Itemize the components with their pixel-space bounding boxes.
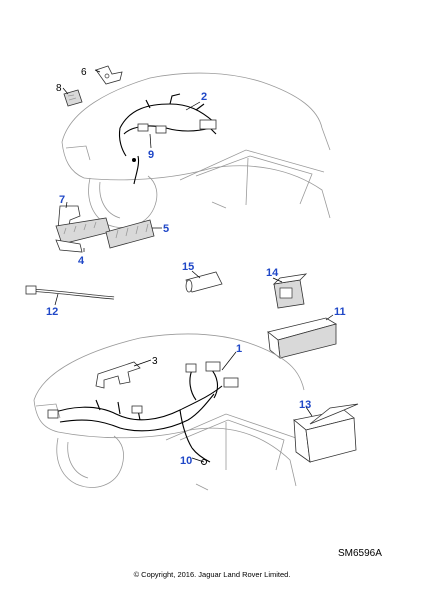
part-14-module (272, 273, 308, 309)
callout-3: 3 (152, 356, 158, 367)
callout-1: 1 (236, 343, 242, 355)
callout-2: 2 (201, 91, 207, 103)
callout-15: 15 (182, 261, 194, 273)
callout-9: 9 (148, 149, 154, 161)
part-5-clip-strip (105, 219, 155, 249)
callout-12: 12 (46, 306, 58, 318)
callout-13: 13 (299, 399, 311, 411)
part-8-connector (63, 89, 83, 107)
part-3-bracket (95, 361, 141, 389)
callout-labels: 2 9 6 8 7 4 5 15 14 11 12 3 1 10 13 (46, 67, 346, 467)
callout-6: 6 (81, 67, 87, 78)
callout-10: 10 (180, 455, 192, 467)
lower-harness (47, 361, 239, 465)
leader-lines (54, 69, 334, 463)
callout-5: 5 (163, 223, 169, 235)
part-4-clip-strip (55, 217, 111, 253)
callout-8: 8 (56, 83, 62, 94)
upper-harness (118, 93, 217, 185)
copyright-notice: © Copyright, 2016. Jaguar Land Rover Lim… (133, 570, 291, 579)
lower-car-outline (33, 333, 305, 491)
callout-11: 11 (334, 306, 346, 318)
callout-7: 7 (59, 194, 65, 206)
part-6-bracket (95, 65, 123, 85)
part-11-unit (267, 317, 338, 359)
part-13-box (293, 403, 359, 463)
reference-code: SM6596A (338, 548, 382, 559)
part-15-sleeve (185, 271, 223, 293)
callout-4: 4 (78, 255, 85, 267)
upper-car-outline (61, 72, 331, 228)
part-12-cable-tie (25, 285, 115, 300)
callout-14: 14 (266, 267, 279, 279)
